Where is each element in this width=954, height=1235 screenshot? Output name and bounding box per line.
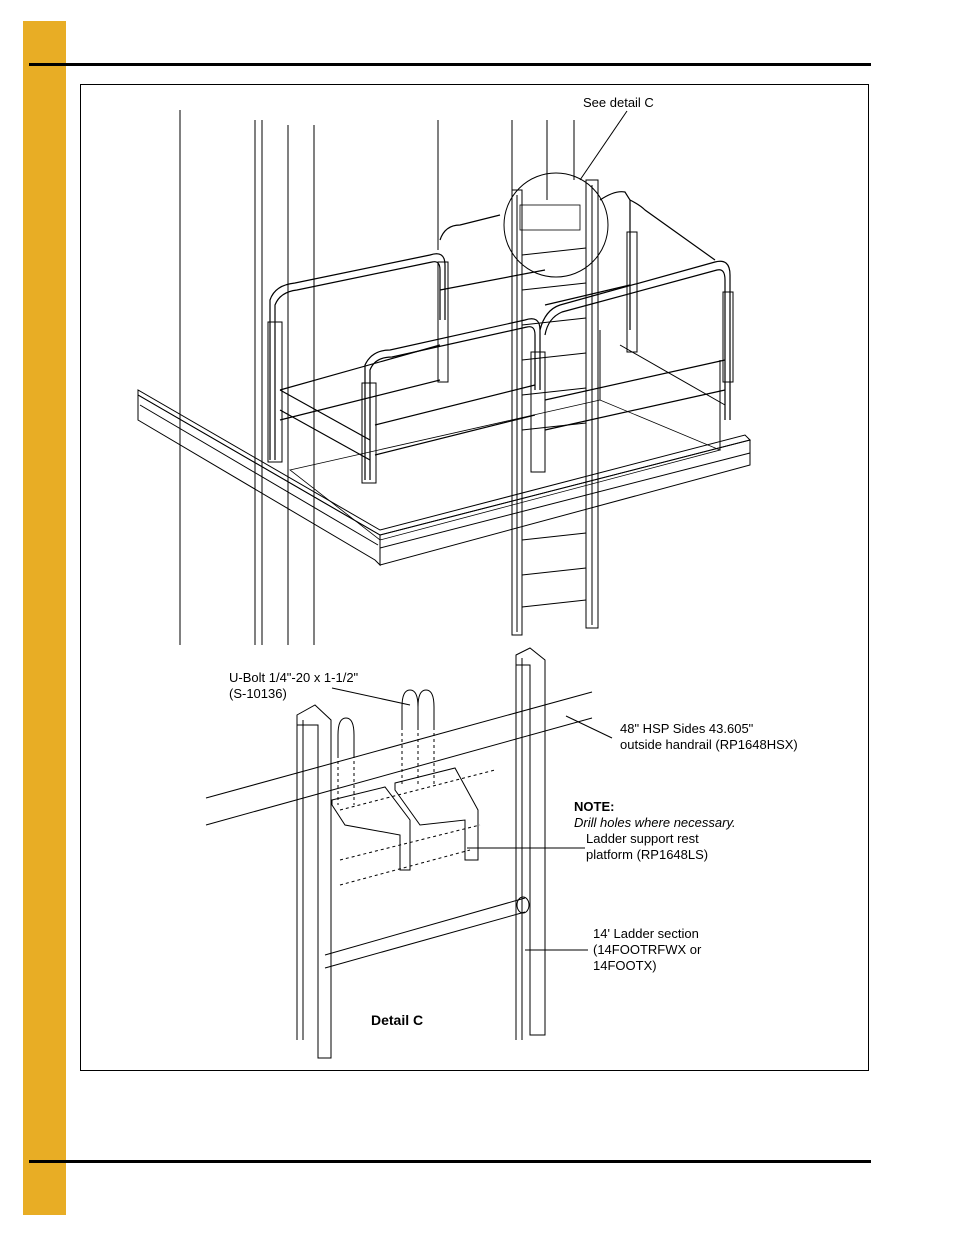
detail-c-drawing (205, 647, 613, 1059)
callout-ubolt: U-Bolt 1/4"-20 x 1-1/2" (S-10136) (229, 670, 359, 701)
footer-rule (29, 1160, 871, 1163)
silo-wall-lines (179, 110, 575, 645)
yellow-side-tab (23, 21, 66, 1215)
detail-title: Detail C (371, 1012, 424, 1028)
detail-circle (503, 110, 628, 278)
ladder-top (511, 179, 599, 636)
figure-frame (80, 84, 869, 1071)
callout-ladder-section: 14' Ladder section (14FOOTRFWX or 14FOOT… (593, 926, 702, 973)
drill-note: NOTE: Drill holes where necessary. (574, 783, 736, 831)
note-text: Drill holes where necessary. (574, 815, 736, 830)
note-label: NOTE: (574, 799, 615, 814)
callout-ladder-support: Ladder support rest platform (RP1648LS) (586, 831, 709, 862)
callout-hsp-sides: 48" HSP Sides 43.605" outside handrail (… (620, 721, 798, 752)
platform-deck (137, 330, 751, 567)
callout-see-detail: See detail C (583, 95, 654, 110)
header-rule (29, 63, 871, 66)
handrails (269, 191, 731, 480)
post-brackets (267, 231, 734, 484)
